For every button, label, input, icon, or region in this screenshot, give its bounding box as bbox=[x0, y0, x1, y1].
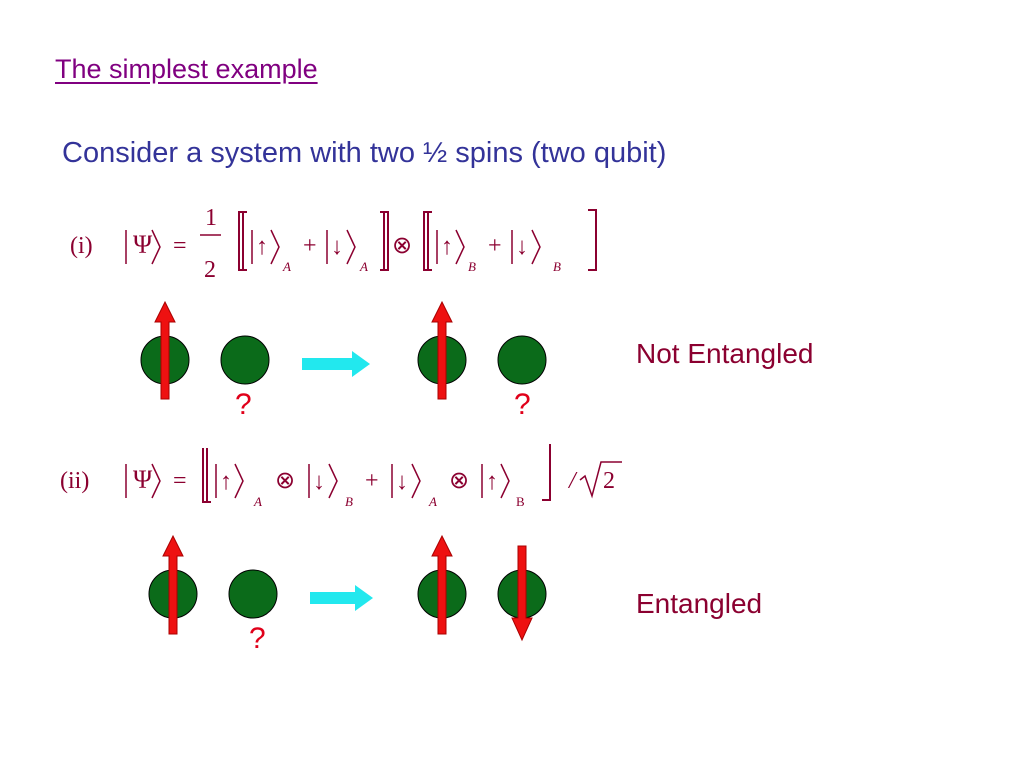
svg-text:B: B bbox=[553, 259, 561, 274]
eq1-up-b: ↑ bbox=[441, 234, 453, 260]
equation-ii: (ii) Ψ = ↑ A ⊗ ↓ B + ↓ A ⊗ ↑ B / 2 bbox=[60, 444, 622, 509]
svg-text:↑: ↑ bbox=[220, 469, 232, 495]
equation-i: (i) Ψ = 1 2 ↑ A + ↓ A ⊗ ↑ B + bbox=[70, 205, 597, 283]
eq1-frac-den: 2 bbox=[204, 257, 216, 283]
svg-text:B: B bbox=[345, 494, 353, 509]
qmark-left-2: ? bbox=[249, 622, 266, 655]
svg-text:A: A bbox=[428, 494, 437, 509]
not-entangled-label: Not Entangled bbox=[636, 338, 814, 369]
svg-text:↓: ↓ bbox=[396, 469, 408, 495]
eq1-label: (i) bbox=[70, 233, 93, 259]
spin-ball-b1 bbox=[220, 335, 270, 385]
spin-ball-b1-after bbox=[497, 335, 547, 385]
eq2-bracket-close bbox=[542, 444, 551, 501]
spin-down-arrow-b2-after bbox=[511, 545, 533, 642]
svg-text:⊗: ⊗ bbox=[449, 468, 469, 494]
diagram-entangled bbox=[148, 534, 547, 642]
spin-ball-b2 bbox=[228, 569, 278, 619]
sqrt-sign bbox=[579, 461, 622, 499]
diagram-not-entangled bbox=[140, 300, 547, 400]
eq1-psi-ket bbox=[151, 229, 161, 265]
svg-text:A: A bbox=[282, 259, 291, 274]
eq1-otimes: ⊗ bbox=[392, 233, 412, 259]
eq1-down-b: ↓ bbox=[516, 234, 528, 260]
svg-text:↓: ↓ bbox=[313, 469, 325, 495]
slide-title: The simplest example bbox=[55, 54, 318, 84]
eq2-bracket-open bbox=[202, 448, 211, 503]
eq1-frac-num: 1 bbox=[205, 205, 217, 231]
qmark-left-1: ? bbox=[235, 388, 252, 421]
eq1-up-a: ↑ bbox=[256, 234, 268, 260]
eq2-label: (ii) bbox=[60, 468, 89, 494]
spin-up-arrow-a2 bbox=[162, 534, 184, 635]
svg-text:↑: ↑ bbox=[486, 469, 498, 495]
eq1-psi: Ψ bbox=[133, 230, 153, 259]
svg-text:⊗: ⊗ bbox=[275, 468, 295, 494]
eq1-equals: = bbox=[173, 233, 187, 259]
svg-text:/: / bbox=[567, 468, 578, 494]
eq2-psi: Ψ bbox=[133, 465, 153, 494]
qmark-right-1: ? bbox=[514, 388, 531, 421]
spin-up-arrow-a1 bbox=[154, 300, 176, 400]
entangled-label: Entangled bbox=[636, 588, 763, 619]
spin-up-arrow-a2-after bbox=[431, 534, 453, 635]
slide-subtitle: Consider a system with two ½ spins (two … bbox=[62, 137, 667, 169]
svg-text:=: = bbox=[173, 468, 187, 494]
svg-text:B: B bbox=[516, 494, 525, 509]
transition-arrow-2 bbox=[310, 585, 373, 611]
svg-text:A: A bbox=[359, 259, 368, 274]
eq1-down-a: ↓ bbox=[331, 234, 343, 260]
transition-arrow-1 bbox=[302, 351, 370, 377]
spin-up-arrow-a1-after bbox=[431, 300, 453, 400]
svg-text:B: B bbox=[468, 259, 476, 274]
svg-text:+: + bbox=[303, 233, 317, 259]
svg-text:A: A bbox=[253, 494, 262, 509]
svg-text:+: + bbox=[365, 468, 379, 494]
eq1-bracket-close-2 bbox=[588, 209, 597, 271]
svg-text:2: 2 bbox=[603, 468, 615, 494]
svg-text:+: + bbox=[488, 233, 502, 259]
